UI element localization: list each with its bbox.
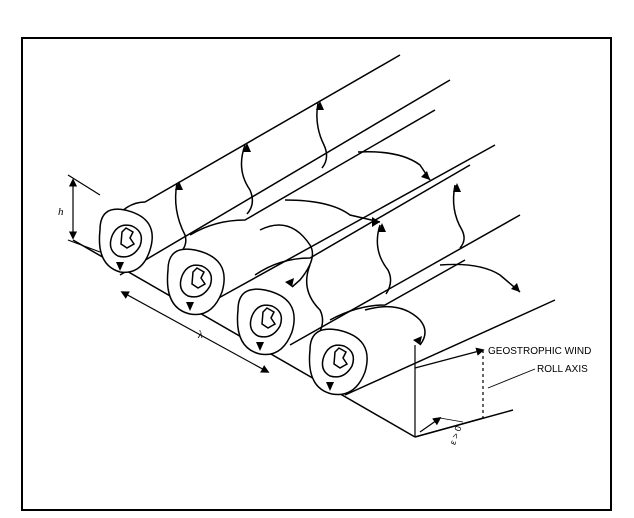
height-marker — [67, 174, 101, 253]
figure-border — [21, 37, 612, 511]
arrowhead-6 — [285, 278, 294, 287]
roll-2 — [166, 109, 496, 316]
arrowhead-2 — [243, 143, 251, 152]
roll-axis-leader — [487, 368, 536, 389]
roll-1 — [98, 54, 451, 276]
arrowhead-4 — [372, 217, 380, 227]
arrowhead-14 — [326, 382, 334, 391]
arrowhead-3 — [316, 101, 324, 110]
wavelength-marker — [120, 291, 270, 373]
roll-cylinders — [98, 54, 556, 396]
arrowhead-8 — [453, 183, 461, 192]
arrowhead-5 — [421, 171, 430, 180]
geostrophic-wind-label: GEOSTROPHIC WIND — [488, 346, 591, 357]
roll-4 — [308, 259, 556, 396]
arrowhead-9 — [511, 283, 520, 292]
height-label: h — [58, 206, 64, 218]
arrowhead-11 — [116, 262, 124, 271]
arrowhead-10 — [413, 336, 422, 345]
arrowhead-7 — [378, 223, 386, 232]
roll-3 — [236, 164, 521, 356]
roll-axis-label: ROLL AXIS — [537, 364, 588, 375]
wind-vectors — [414, 345, 485, 438]
wavelength-label: λ — [197, 329, 203, 341]
arrowhead-1 — [175, 181, 183, 190]
